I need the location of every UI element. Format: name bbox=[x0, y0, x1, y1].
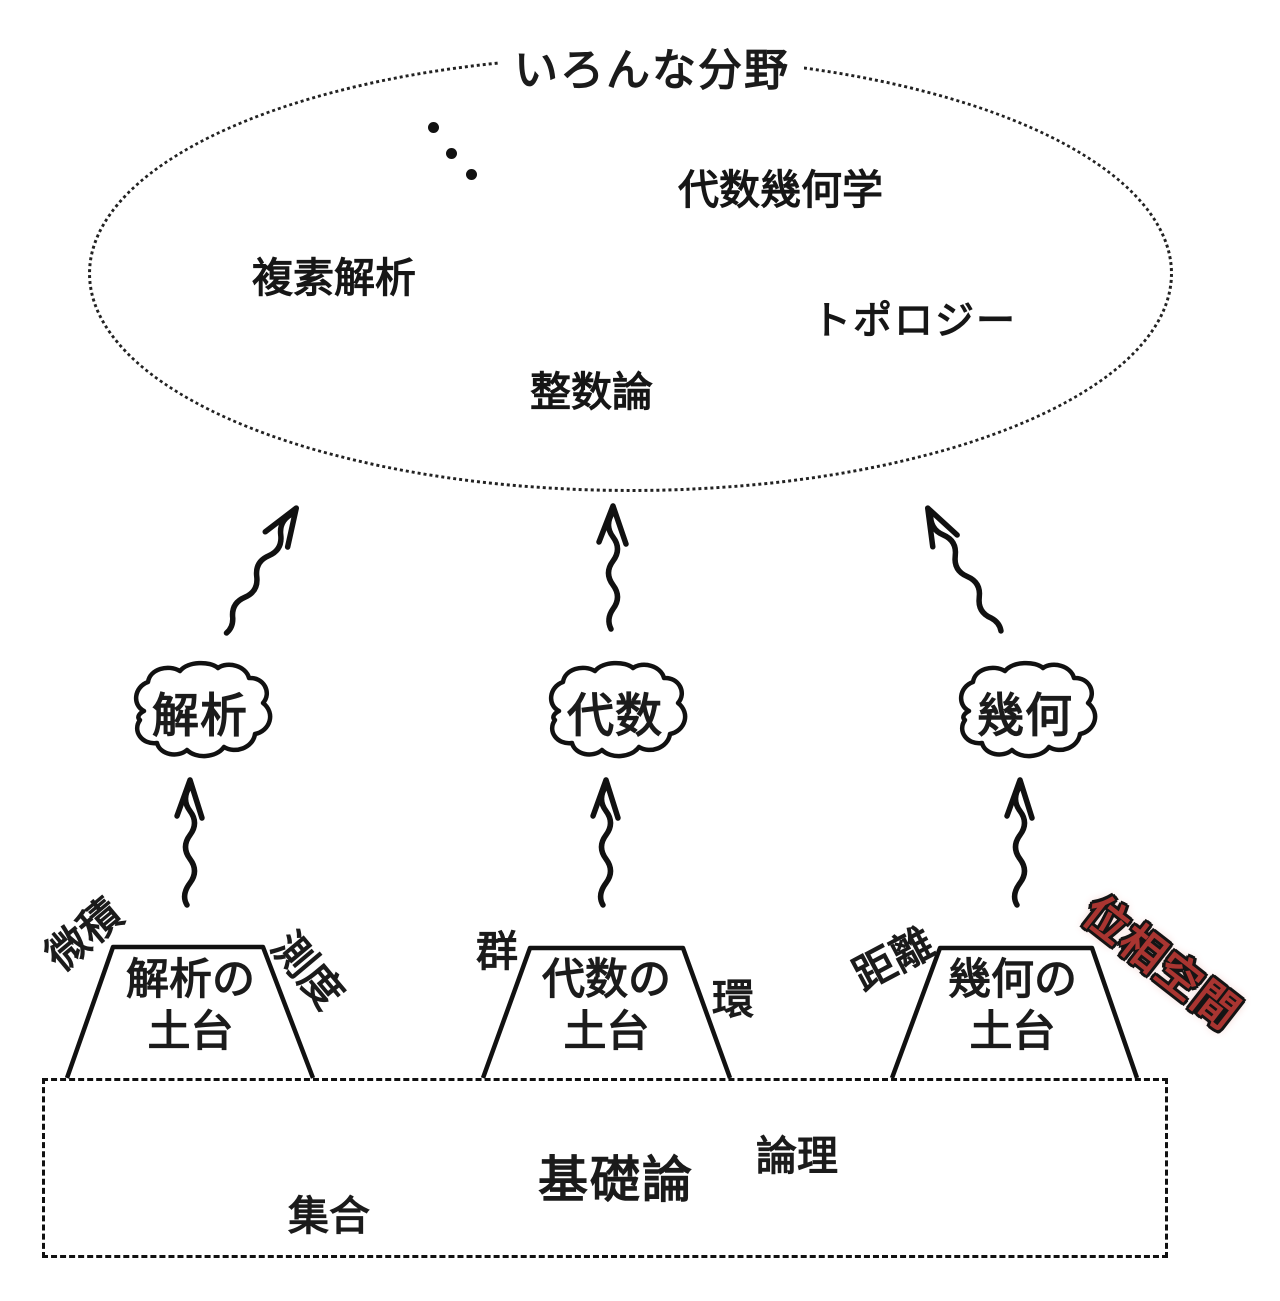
field-algebraic-geometry: 代数幾何学 bbox=[678, 167, 883, 213]
field-topology: トポロジー bbox=[812, 300, 1018, 343]
cloud-algebra-label: 代数 bbox=[567, 690, 663, 743]
fields-ellipse bbox=[88, 55, 1173, 492]
cloud-analysis: 解析 bbox=[120, 658, 280, 764]
foundation-set-label: 集合 bbox=[288, 1193, 370, 1239]
wavy-arrow-analysis-to-fields bbox=[223, 505, 299, 636]
wavy-arrow-geometry-to-fields bbox=[925, 505, 1004, 634]
field-number-theory: 整数論 bbox=[530, 369, 653, 415]
foundation-logic-label: 論理 bbox=[756, 1133, 838, 1179]
ellipsis-dot bbox=[466, 169, 477, 180]
base-geometry bbox=[885, 942, 1145, 1079]
base-analysis bbox=[60, 942, 320, 1079]
wavy-arrow-algebra-to-fields bbox=[596, 503, 629, 632]
fields-ellipse-title: いろんな分野 bbox=[500, 34, 804, 98]
tag-ring: 環 bbox=[712, 978, 755, 1024]
cloud-geometry: 幾何 bbox=[945, 658, 1105, 764]
cloud-algebra: 代数 bbox=[535, 658, 695, 764]
foundation-box bbox=[42, 1078, 1168, 1258]
base-geometry-label: 幾何の 土台 bbox=[948, 957, 1077, 1057]
foundation-title: 基礎論 bbox=[538, 1152, 694, 1208]
base-algebra bbox=[476, 942, 738, 1079]
field-complex-analysis: 複素解析 bbox=[252, 255, 416, 301]
base-analysis-label: 解析の 土台 bbox=[126, 957, 255, 1057]
base-algebra-label: 代数の 土台 bbox=[542, 957, 671, 1057]
tag-group: 群 bbox=[476, 930, 519, 976]
cloud-geometry-label: 幾何 bbox=[977, 690, 1073, 743]
wavy-arrow-algebra-base-to-cloud bbox=[590, 777, 621, 908]
wavy-arrow-analysis-base-to-cloud bbox=[174, 777, 205, 908]
wavy-arrow-geometry-base-to-cloud bbox=[1004, 777, 1035, 908]
ellipsis-dot bbox=[446, 148, 457, 159]
ellipsis-dot bbox=[428, 122, 439, 133]
cloud-analysis-label: 解析 bbox=[152, 690, 248, 743]
